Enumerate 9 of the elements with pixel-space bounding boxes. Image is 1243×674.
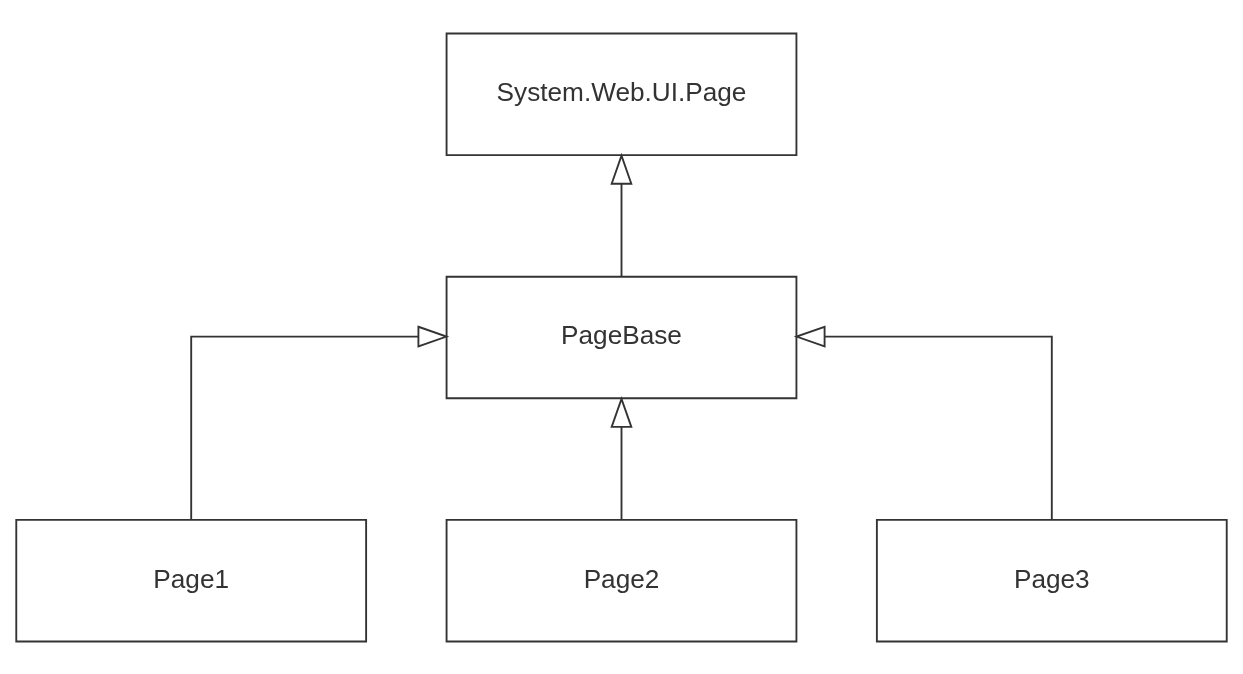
node-box: Page3	[875, 518, 1228, 642]
node-box: Page2	[445, 518, 798, 642]
arrow	[610, 395, 633, 520]
node-box: Page1	[15, 518, 368, 642]
arrow	[610, 152, 633, 277]
arrow	[190, 324, 450, 521]
arrow	[793, 324, 1053, 521]
node-box: PageBase	[445, 275, 798, 399]
node-box: System.Web.UI.Page	[445, 32, 798, 156]
